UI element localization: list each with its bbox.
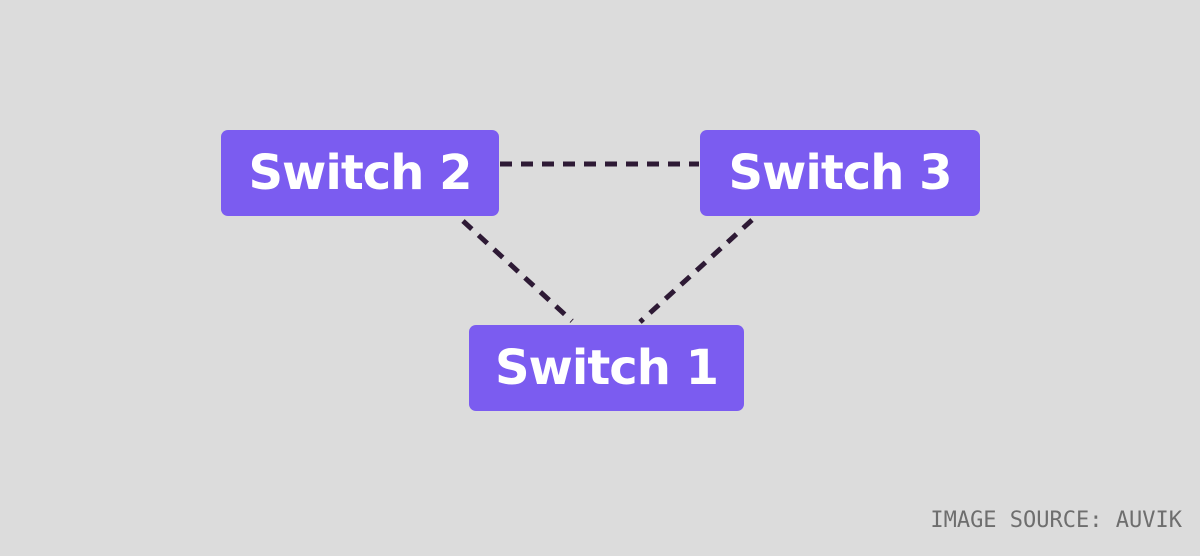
switch-3-node: Switch 3 — [700, 130, 980, 216]
link-switch-2-switch-1 — [461, 219, 574, 323]
image-source-caption: IMAGE SOURCE: AUVIK — [930, 508, 1182, 533]
switch-2-node: Switch 2 — [221, 130, 499, 216]
link-switch-3-switch-1 — [638, 218, 754, 324]
switch-1-node: Switch 1 — [469, 325, 744, 411]
